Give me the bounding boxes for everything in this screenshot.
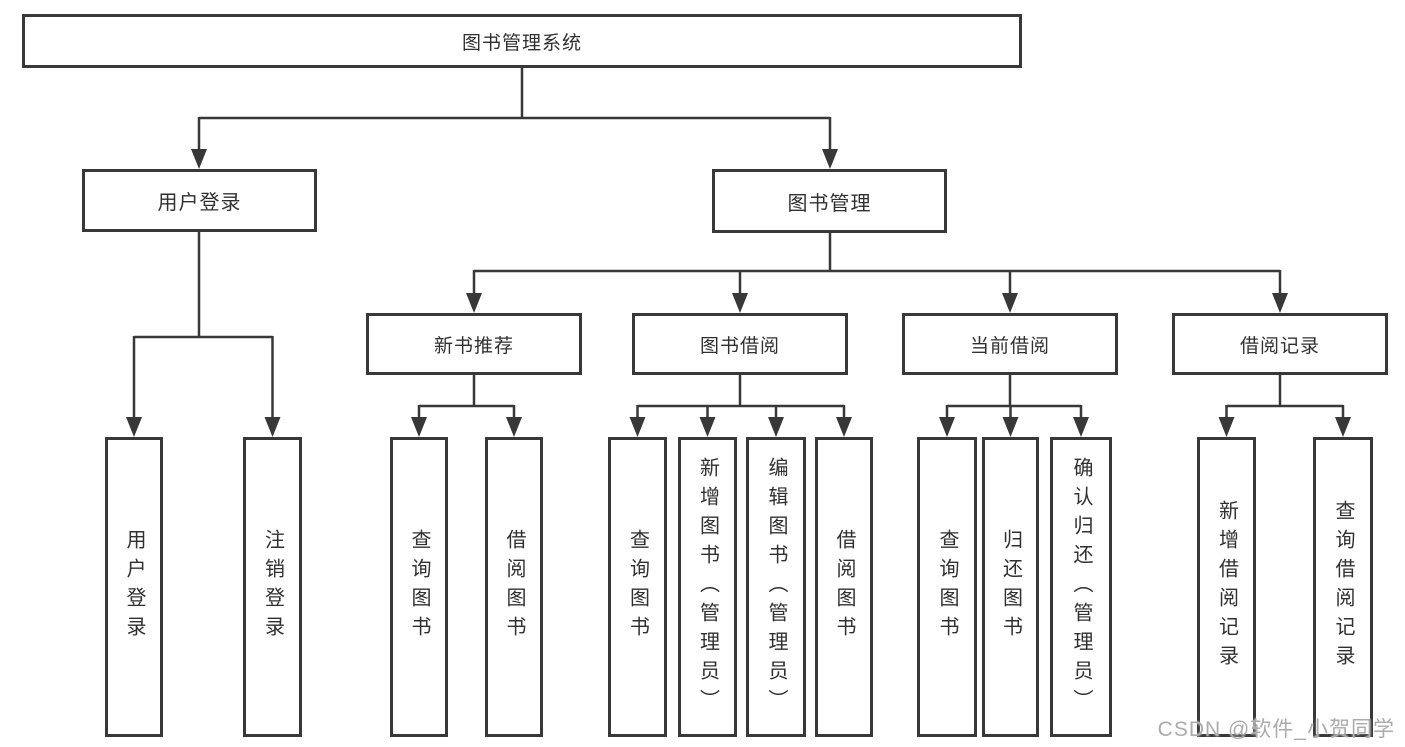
node-label: 用户登录 (157, 192, 242, 214)
leaf-label: 注销登录 (261, 529, 284, 645)
leaf-add-borrow-record: 新增借阅记录 (1197, 437, 1256, 737)
leaf-query-books-2: 查询图书 (608, 437, 667, 737)
leaf-label: 编辑图书（管理员） (765, 456, 787, 718)
leaf-label: 新增借阅记录 (1215, 500, 1238, 674)
leaf-edit-books-admin: 编辑图书（管理员） (746, 437, 806, 737)
leaf-query-books-3: 查询图书 (917, 437, 977, 737)
leaf-label: 确认归还（管理员） (1070, 456, 1092, 718)
leaf-query-books-1: 查询图书 (390, 437, 448, 737)
node-user-login: 用户登录 (82, 169, 317, 232)
node-borrowing-records: 借阅记录 (1172, 313, 1388, 375)
leaf-borrow-books-2: 借阅图书 (815, 437, 873, 737)
leaf-label: 新增图书（管理员） (696, 456, 719, 718)
node-current-borrowing: 当前借阅 (902, 313, 1118, 375)
leaf-label: 查询借阅记录 (1332, 500, 1354, 674)
node-book-management-system: 图书管理系统 (22, 14, 1022, 68)
leaf-label: 查询图书 (936, 529, 958, 645)
node-new-book-recommend: 新书推荐 (366, 313, 582, 375)
node-label: 当前借阅 (969, 335, 1050, 357)
leaf-user-login: 用户登录 (105, 437, 163, 737)
node-label: 借阅记录 (1239, 335, 1320, 357)
leaf-add-books-admin: 新增图书（管理员） (678, 437, 737, 737)
leaf-query-borrow-record: 查询借阅记录 (1313, 437, 1373, 737)
leaf-label: 查询图书 (408, 529, 430, 645)
node-book-management: 图书管理 (712, 169, 947, 233)
node-book-borrowing: 图书借阅 (632, 313, 848, 375)
node-label: 图书管理系统 (461, 32, 582, 54)
leaf-borrow-books-1: 借阅图书 (485, 437, 543, 737)
leaf-logout: 注销登录 (243, 437, 302, 737)
leaf-label: 归还图书 (999, 529, 1022, 645)
node-label: 图书管理 (787, 192, 872, 215)
node-label: 新书推荐 (433, 335, 514, 357)
leaf-label: 借阅图书 (833, 529, 855, 645)
leaf-label: 用户登录 (123, 529, 145, 645)
leaf-return-books: 归还图书 (982, 437, 1039, 737)
leaf-label: 借阅图书 (503, 529, 525, 645)
csdn-watermark: CSDN @软件_小贺同学 (1157, 718, 1395, 741)
leaf-label: 查询图书 (626, 529, 649, 645)
leaf-confirm-return-admin: 确认归还（管理员） (1050, 437, 1112, 737)
node-label: 图书借阅 (699, 335, 780, 357)
